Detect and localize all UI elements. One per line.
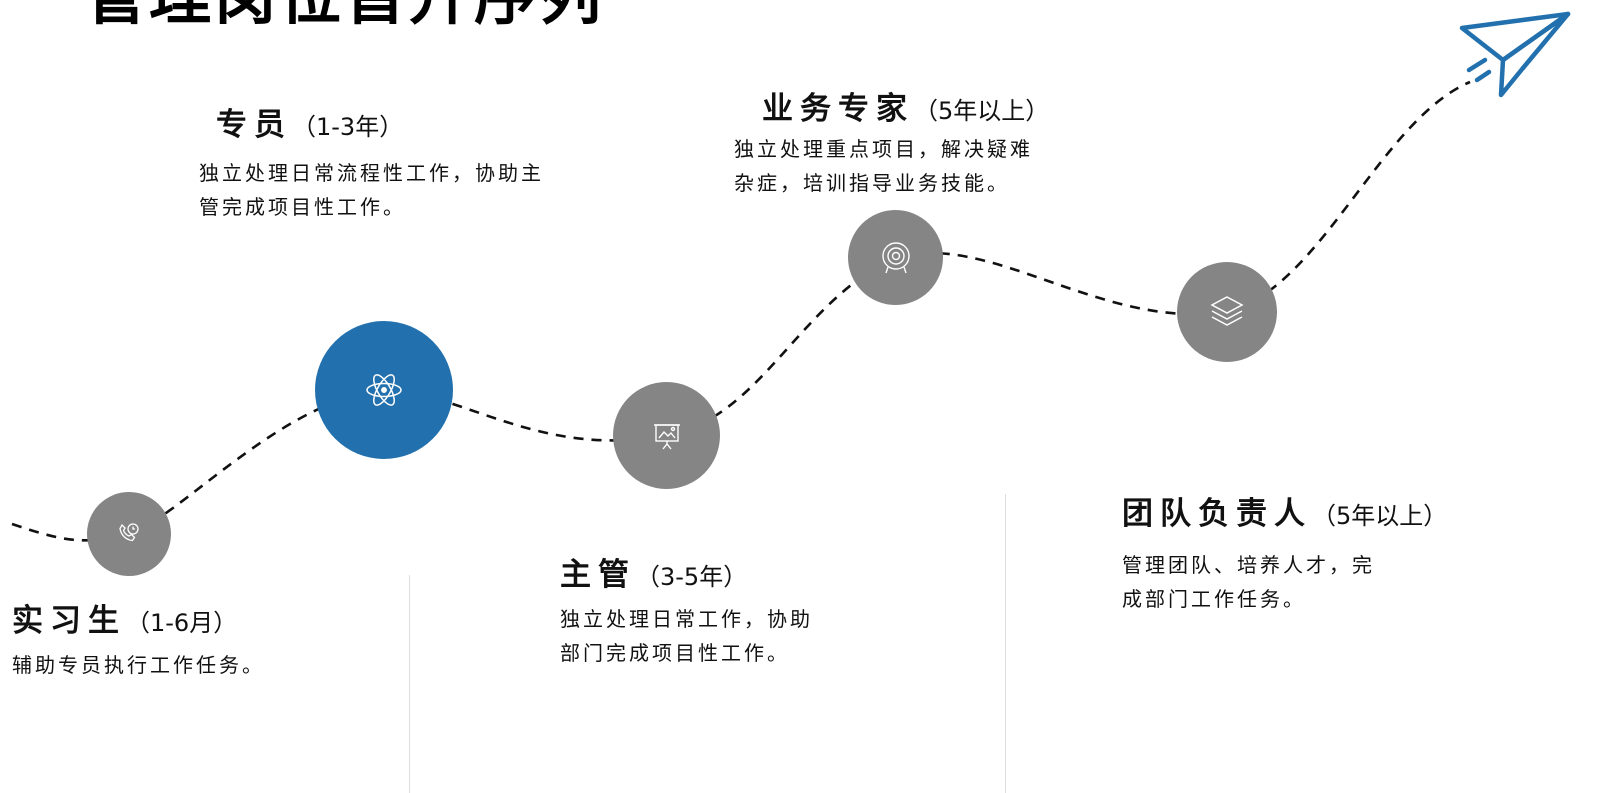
stage-name: 业务专家 [762,91,914,127]
stage-desc-line: 管完成项目性工作。 [199,195,406,219]
stage-name: 团队负责人 [1122,496,1312,532]
stage-desc-line: 杂症，培训指导业务技能。 [734,171,1010,195]
stage-years: （5年以上） [1312,502,1448,530]
stage-desc-line: 独立处理日常流程性工作，协助主 [199,161,544,185]
column-divider [409,575,410,793]
stage-desc-line: 独立处理日常工作，协助 [560,607,813,631]
stage-years: （3-5年） [636,563,748,591]
stage-years: （1-6月） [126,609,238,637]
stage-title-expert: 业务专家（5年以上） [762,94,1049,125]
stage-name: 实习生 [12,603,126,639]
stage-desc-line: 独立处理重点项目，解决疑难 [734,137,1033,161]
target-icon [881,241,910,273]
stage-desc-expert: 独立处理重点项目，解决疑难 杂症，培训指导业务技能。 [734,132,1033,200]
stage-desc-supervisor: 独立处理日常工作，协助 部门完成项目性工作。 [560,602,813,670]
stage-name: 专员 [216,107,292,143]
stage-desc-specialist: 独立处理日常流程性工作，协助主 管完成项目性工作。 [199,156,544,224]
stage-node-expert [848,210,943,305]
stage-node-team-lead [1177,262,1277,362]
stage-years: （5年以上） [914,97,1050,125]
presentation-board-icon [653,423,680,449]
stage-desc-line: 部门完成项目性工作。 [560,641,790,665]
phone-clock-icon [119,523,139,542]
layers-icon [1210,296,1244,326]
page-title: 管理岗位晋升序列 [84,0,604,28]
column-divider [1005,494,1006,793]
stage-node-specialist [315,321,453,459]
stage-desc-line: 辅助专员执行工作任务。 [12,653,265,677]
paper-plane-icon [1459,11,1571,98]
stage-title-supervisor: 主管（3-5年） [560,560,747,591]
stage-node-intern [87,492,171,576]
stage-node-supervisor [613,382,720,489]
stage-title-intern: 实习生（1-6月） [12,606,237,637]
stage-title-team-lead: 团队负责人（5年以上） [1122,499,1447,530]
stage-name: 主管 [560,557,636,593]
stage-desc-line: 成部门工作任务。 [1122,587,1306,611]
atom-icon [366,374,402,406]
stage-desc-intern: 辅助专员执行工作任务。 [12,648,265,682]
stage-desc-team-lead: 管理团队、培养人才，完 成部门工作任务。 [1122,548,1375,616]
stage-years: （1-3年） [292,113,404,141]
stage-desc-line: 管理团队、培养人才，完 [1122,553,1375,577]
stage-title-specialist: 专员（1-3年） [216,110,403,141]
